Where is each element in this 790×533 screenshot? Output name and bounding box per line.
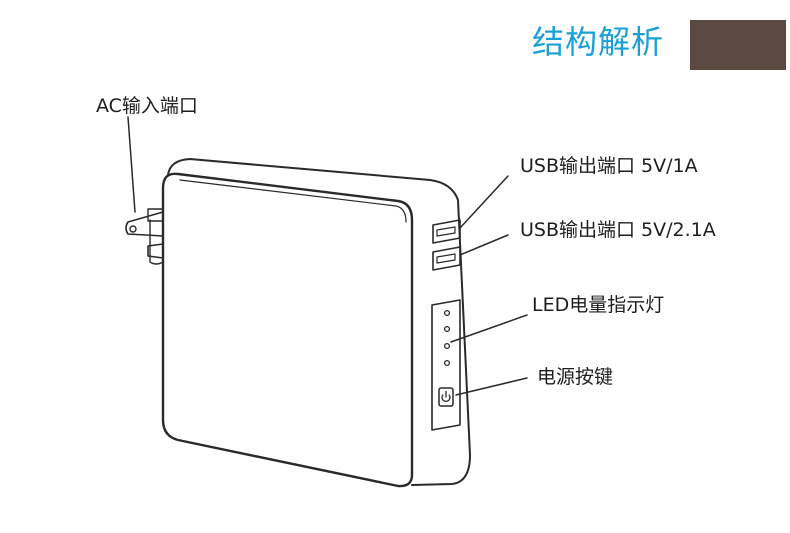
leader-ac <box>127 116 136 213</box>
label-ac-input: AC输入端口 <box>96 95 198 117</box>
label-usb-output-2: USB输出端口 5V/2.1A <box>520 219 716 241</box>
device-front-face <box>161 172 414 488</box>
leader-led <box>450 314 528 343</box>
usb-port-2 <box>432 246 461 271</box>
section-title: 结构解析 <box>532 23 665 61</box>
label-led-indicator: LED电量指示灯 <box>532 294 665 316</box>
usb-port-1 <box>432 219 461 244</box>
led-indicator-panel <box>431 299 461 431</box>
device-back-panel <box>167 158 471 486</box>
leader-usb-2 <box>459 234 509 256</box>
device-front-inner-edge <box>179 179 407 223</box>
leader-usb-1 <box>459 175 509 229</box>
ac-plug-icon <box>125 208 164 265</box>
title-color-block <box>690 20 786 70</box>
power-button <box>438 387 454 407</box>
power-symbol-icon <box>441 390 451 402</box>
leader-power <box>455 377 528 396</box>
label-power-button: 电源按键 <box>537 366 614 388</box>
label-usb-output-1: USB输出端口 5V/1A <box>520 155 698 177</box>
